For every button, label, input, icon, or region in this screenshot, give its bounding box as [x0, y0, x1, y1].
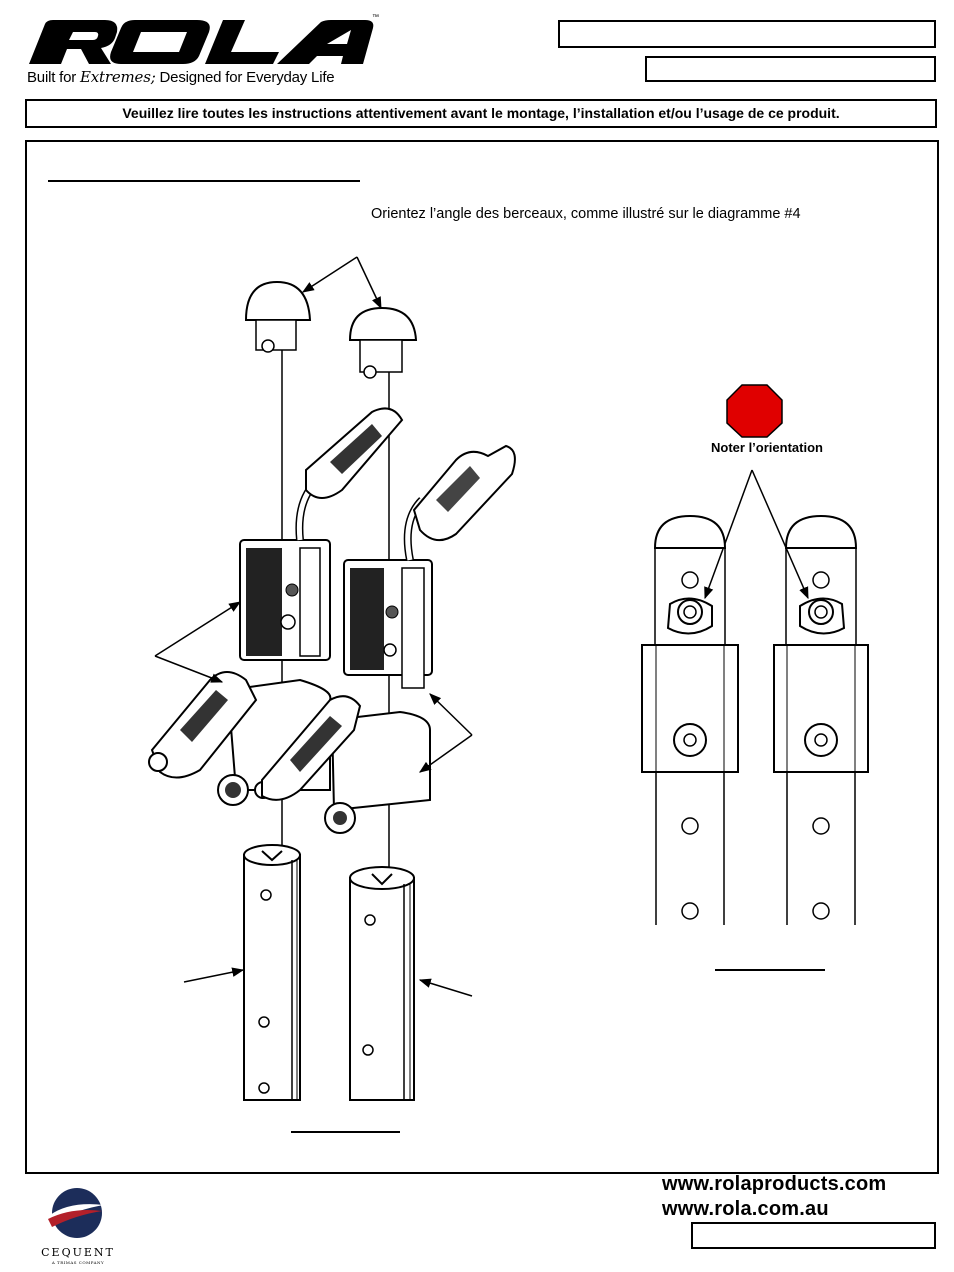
step-heading-rule	[48, 180, 360, 182]
cequent-name: CEQUENT	[41, 1246, 115, 1259]
rola-wordmark	[29, 20, 374, 64]
arrow-cradle-right-upper	[429, 693, 473, 736]
orientation-post-left	[641, 514, 739, 925]
stop-sign-icon	[726, 384, 783, 438]
instruction-panel	[25, 140, 939, 1174]
cradle-lower-right	[261, 695, 431, 834]
end-cap-right	[348, 306, 418, 379]
arrow-cradle-right-lower	[419, 734, 473, 773]
post-right	[349, 866, 415, 1101]
cequent-globe-icon	[48, 1188, 104, 1238]
arrow-cradle-lower	[154, 655, 224, 683]
instruction-text: Orientez l’angle des berceaux, comme ill…	[371, 206, 801, 222]
trademark-symbol: ™	[372, 14, 379, 21]
arrow-post-right	[418, 978, 473, 997]
website-link-rola-au[interactable]: www.rola.com.au	[662, 1198, 829, 1220]
orientation-callout-label: Noter l’orientation	[711, 440, 823, 455]
tagline-suffix: Designed for Everyday Life	[155, 69, 335, 86]
arrow-cap-left	[301, 256, 358, 293]
cequent-subtitle: A TRIMAS COMPANY	[51, 1260, 105, 1265]
header-box-top	[558, 20, 936, 48]
footer-box	[691, 1222, 936, 1249]
arrow-orientation-right	[751, 469, 809, 600]
tagline-prefix: Built for	[27, 69, 81, 86]
rola-logo: ™ Built for Extremes; Designed for Every…	[27, 14, 379, 88]
cequent-logo: CEQUENT A TRIMAS COMPANY	[30, 1185, 130, 1265]
post-left	[243, 844, 301, 1101]
cradle-upper-left	[239, 407, 404, 661]
website-link-rolaproducts[interactable]: www.rolaproducts.com	[662, 1173, 887, 1195]
arrow-post-left	[183, 967, 245, 983]
arrow-orientation-left	[704, 469, 753, 600]
orientation-post-right	[773, 514, 869, 925]
cradle-upper-right	[343, 444, 516, 689]
warning-banner: Veuillez lire toutes les instructions at…	[25, 99, 937, 128]
logo-tagline: Built for Extremes; Designed for Everyda…	[27, 68, 335, 86]
arrow-cradle-upper	[154, 601, 242, 657]
end-cap-left	[244, 280, 312, 353]
arrow-cap-right	[356, 256, 382, 310]
tagline-script: Extremes;	[80, 68, 156, 86]
header-box-bottom	[645, 56, 936, 82]
